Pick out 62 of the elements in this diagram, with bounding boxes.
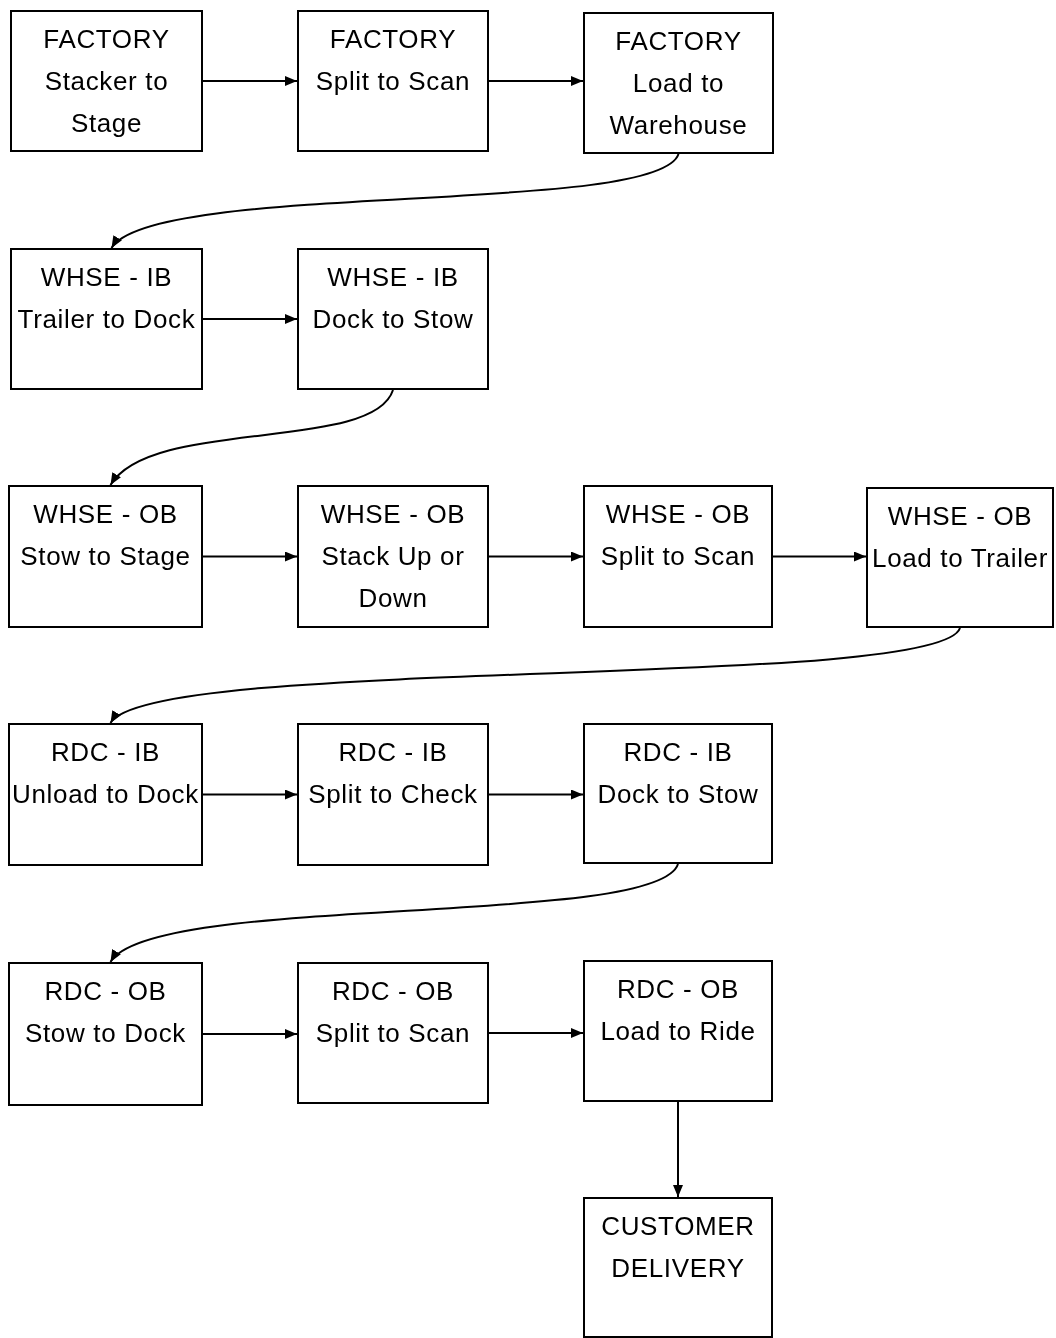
arrow — [202, 314, 298, 324]
box-heading: RDC - IB — [338, 736, 448, 769]
arrow — [488, 76, 584, 86]
box-text: Stacker to Stage — [43, 65, 170, 140]
box-text: Trailer to Dock — [17, 303, 196, 336]
process-box — [297, 248, 489, 390]
process-box — [10, 10, 203, 152]
box-text: Unload to Dock — [12, 778, 199, 811]
arrow — [772, 551, 867, 562]
box-text: Stow to Stage — [20, 540, 191, 573]
box-heading: WHSE - OB — [320, 498, 466, 531]
process-box — [8, 723, 203, 866]
arrow — [202, 551, 298, 562]
process-box — [297, 723, 489, 866]
arrow — [109, 863, 679, 963]
process-box — [866, 487, 1054, 628]
process-box — [583, 12, 774, 154]
box-heading: WHSE - IB — [327, 261, 459, 294]
box-text: Dock to Stow — [312, 303, 474, 336]
arrow — [673, 1101, 683, 1198]
box-text: CUSTOMER DELIVERY — [600, 1210, 756, 1285]
box-text: Split to Scan — [315, 65, 471, 98]
arrow — [202, 76, 298, 86]
box-heading: WHSE - IB — [40, 261, 173, 294]
box-heading: RDC - IB — [623, 736, 733, 769]
arrow — [109, 389, 394, 486]
box-heading: RDC - IB — [50, 736, 161, 769]
process-box — [10, 248, 203, 390]
arrow — [488, 789, 584, 800]
process-box — [297, 962, 489, 1104]
box-heading: RDC - OB — [44, 975, 167, 1008]
arrow — [488, 551, 584, 562]
box-heading: WHSE - OB — [887, 500, 1033, 533]
process-box — [297, 485, 489, 628]
box-text: Split to Scan — [315, 1017, 471, 1050]
process-box — [583, 723, 773, 864]
box-text: Split to Check — [308, 778, 478, 811]
process-box — [8, 485, 203, 628]
box-text: Stow to Dock — [25, 1017, 186, 1050]
process-box — [8, 962, 203, 1106]
box-heading: RDC - OB — [331, 975, 455, 1008]
arrow — [109, 627, 961, 724]
box-text: Load to Ride — [600, 1015, 756, 1048]
arrow — [202, 1029, 298, 1039]
arrow — [110, 153, 680, 249]
box-heading: WHSE - OB — [605, 498, 751, 531]
box-text: Stack Up or Down — [320, 540, 466, 615]
box-text: Split to Scan — [600, 540, 756, 573]
box-heading: WHSE - OB — [33, 498, 178, 531]
process-box — [583, 960, 773, 1102]
process-box — [583, 485, 773, 628]
box-heading: FACTORY — [329, 23, 457, 56]
arrow — [488, 1028, 584, 1038]
box-text: Dock to Stow — [597, 778, 759, 811]
box-text: Load to Warehouse — [608, 67, 749, 142]
box-text: Load to Trailer — [872, 542, 1048, 575]
arrow — [202, 789, 298, 800]
box-heading: FACTORY — [43, 23, 170, 56]
box-heading: FACTORY — [615, 25, 742, 58]
process-box — [297, 10, 489, 152]
process-box — [583, 1197, 773, 1338]
box-heading: RDC - OB — [616, 973, 740, 1006]
